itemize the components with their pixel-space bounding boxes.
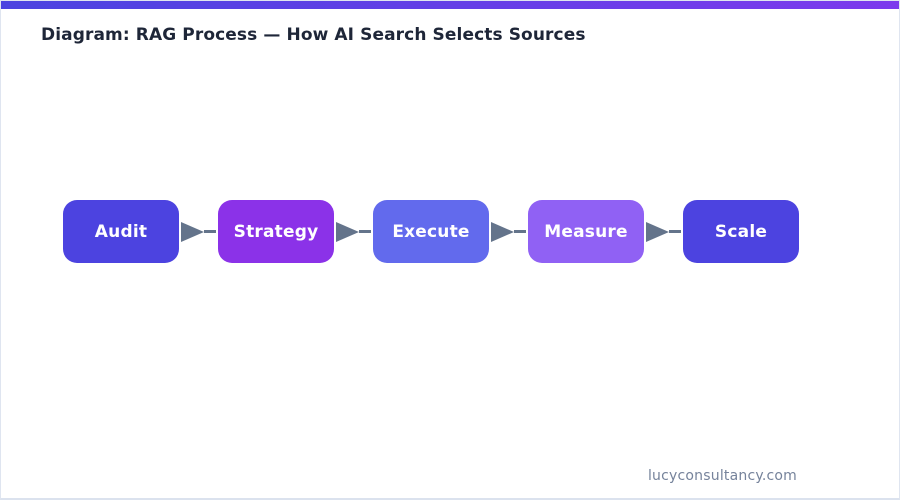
arrow-right-icon bbox=[489, 221, 528, 242]
page-title: Diagram: RAG Process — How AI Search Sel… bbox=[41, 25, 586, 45]
arrow-tail bbox=[669, 230, 681, 233]
arrow-right-icon bbox=[334, 221, 373, 242]
arrow-triangle bbox=[491, 221, 514, 242]
step-label-execute: Execute bbox=[392, 221, 470, 242]
arrow-triangle bbox=[336, 221, 359, 242]
arrow-right-icon bbox=[179, 221, 218, 242]
top-accent-bar bbox=[1, 1, 899, 9]
step-box-measure: Measure bbox=[528, 200, 644, 263]
arrow-right-icon bbox=[644, 221, 683, 242]
arrow-tail bbox=[359, 230, 371, 233]
arrow-triangle bbox=[181, 221, 204, 242]
step-box-execute: Execute bbox=[373, 200, 489, 263]
step-label-strategy: Strategy bbox=[233, 221, 319, 242]
process-flow: Audit Strategy Execute Measure S bbox=[63, 200, 799, 263]
arrow-triangle bbox=[646, 221, 669, 242]
step-box-scale: Scale bbox=[683, 200, 799, 263]
step-label-measure: Measure bbox=[544, 221, 628, 242]
step-box-strategy: Strategy bbox=[218, 200, 334, 263]
step-label-audit: Audit bbox=[94, 221, 148, 242]
arrow-tail bbox=[204, 230, 216, 233]
step-label-scale: Scale bbox=[714, 221, 768, 242]
step-box-audit: Audit bbox=[63, 200, 179, 263]
arrow-tail bbox=[514, 230, 526, 233]
footer-watermark: lucyconsultancy.com bbox=[647, 468, 797, 484]
